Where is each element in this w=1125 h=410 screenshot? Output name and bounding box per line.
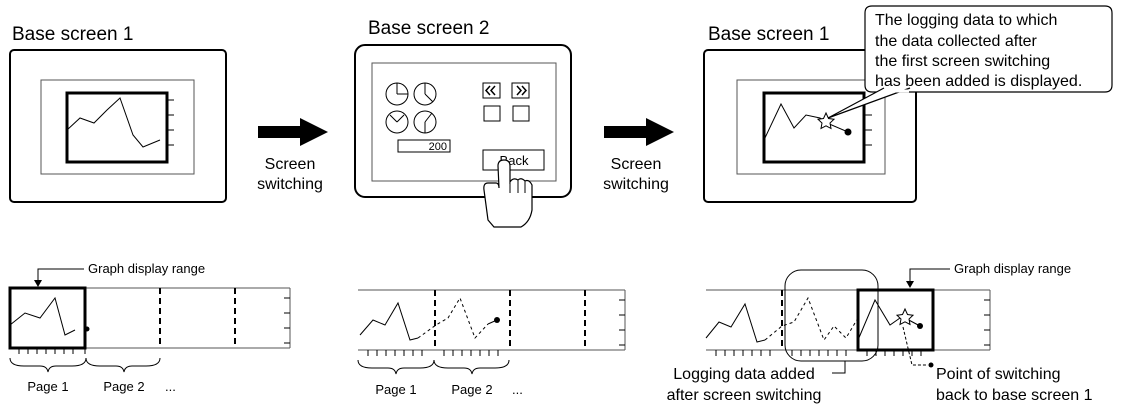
timeline-2-ticks: [367, 299, 625, 356]
square-lamp: [483, 105, 501, 122]
screen2-title: Base screen 2: [368, 18, 489, 39]
current-point-marker: [844, 128, 852, 136]
switch-point-label-1: Point of switching: [936, 366, 1061, 383]
logging-added-label-2: after screen switching: [667, 387, 822, 404]
screen-switch-arrow-1: Screen switching: [257, 118, 328, 193]
page1-brace: [9, 357, 87, 373]
callout-line-4: has been added is displayed.: [875, 73, 1082, 90]
screen1-title: Base screen 1: [12, 24, 133, 45]
ellipsis-2: ...: [512, 382, 523, 397]
ellipsis-1: ...: [165, 379, 176, 394]
graph-display-range-label-3: Graph display range: [954, 261, 1071, 276]
timeline-3: Logging data added after screen switchin…: [667, 261, 1093, 404]
callout-box: [864, 5, 1113, 93]
right-arrow-icon: [604, 118, 674, 146]
timeline-1: Graph display range Page 1 Page 2 ...: [8, 261, 291, 394]
double-chevron-right-icon: [516, 85, 528, 96]
transition-label-2b: switching: [603, 176, 669, 193]
screen1-graph-line: [66, 97, 161, 148]
logging-added-label-1: Logging data added: [673, 366, 814, 383]
star-icon: [895, 307, 915, 326]
transition-label-2a: Screen: [611, 156, 662, 173]
timeline-2: Page 1 Page 2 ...: [357, 289, 626, 397]
screen1-graph-ticks: [167, 99, 174, 146]
transition-label-1a: Screen: [265, 156, 316, 173]
numeric-display: [397, 139, 451, 153]
added-data-region: [784, 269, 879, 362]
screen1-graph: [65, 91, 169, 164]
callout-line-2: the data collected after: [875, 33, 1038, 50]
page2-label-1: Page 2: [103, 379, 144, 394]
timeline-3-ticks: [715, 299, 990, 356]
switch-point-label-2: back to base screen 1: [936, 387, 1093, 404]
screen3-title: Base screen 1: [708, 24, 829, 45]
double-chevron-left-icon: [484, 85, 496, 96]
square-lamp: [512, 105, 530, 122]
base-screen-1-panel: Base screen 1: [9, 24, 227, 203]
page1-label-2: Page 1: [375, 382, 416, 397]
screen3-graph: [762, 91, 866, 164]
graph-display-range-box: [8, 286, 87, 350]
base-screen-2-panel: Base screen 2 200: [354, 18, 572, 228]
page2-label-2: Page 2: [451, 382, 492, 397]
screen-switch-arrow-2: Screen switching: [603, 118, 674, 193]
scroll-right-button[interactable]: [511, 82, 530, 99]
base-screen-1-return-panel: Base screen 1: [703, 24, 917, 203]
back-button[interactable]: Back: [482, 149, 545, 171]
graph-display-range-label-1: Graph display range: [88, 261, 205, 276]
callout-line-3: the first screen switching: [875, 53, 1050, 70]
numeric-display-value: 200: [429, 141, 447, 153]
star-icon: [816, 111, 836, 130]
transition-label-1b: switching: [257, 176, 323, 193]
callout-line-1: The logging data to which: [875, 12, 1057, 29]
hand-pointer-icon: [483, 159, 533, 228]
page1-label-1: Page 1: [27, 379, 68, 394]
graph-display-range-box: [856, 288, 935, 352]
callout-pointer: [827, 87, 911, 119]
pie-chart-icons: [385, 82, 437, 134]
logging-callout: The logging data to which the data colle…: [827, 5, 1113, 119]
scroll-left-button[interactable]: [482, 82, 501, 99]
right-arrow-icon: [258, 118, 328, 146]
page2-brace: [433, 359, 510, 375]
page1-brace: [357, 359, 435, 375]
page2-brace: [85, 357, 161, 373]
timeline-1-ticks: [18, 297, 290, 354]
